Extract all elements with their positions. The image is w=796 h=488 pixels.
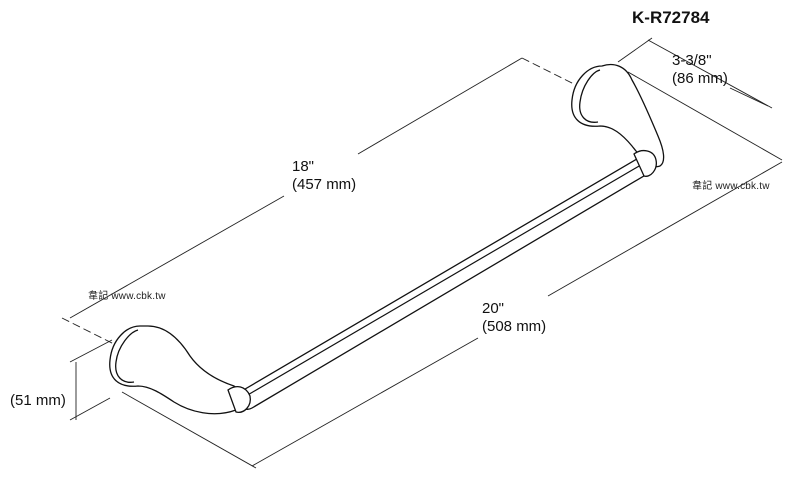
overall-mm-label: (508 mm) — [482, 318, 547, 335]
depth-dim — [647, 39, 773, 109]
center-inch-label: 18" — [292, 158, 315, 175]
center-mm-label: (457 mm) — [292, 176, 357, 193]
overall-ext-left — [121, 391, 257, 469]
overall-dim-upper — [547, 161, 783, 297]
left-collar — [227, 385, 251, 413]
depth-ext-top — [617, 37, 653, 63]
overall-inch-label: 20" — [482, 300, 505, 317]
depth-inch-label: 3-3/8" — [672, 52, 712, 69]
depth-ext-right — [729, 87, 769, 107]
model-number: K-R72784 — [632, 8, 710, 27]
dimension-lines — [61, 37, 783, 469]
center-dim-lower — [69, 195, 285, 319]
watermark-right: 韋記 www.cbk.tw — [692, 181, 770, 192]
rod-highlight — [245, 161, 647, 397]
left-post-base — [115, 329, 139, 383]
height-ext-top — [69, 339, 113, 363]
center-dim-upper — [357, 57, 523, 155]
depth-mm-label: (86 mm) — [672, 70, 728, 87]
height-mm-label: (51 mm) — [10, 392, 66, 409]
right-collar — [633, 149, 657, 177]
overall-dim-lower — [251, 337, 479, 467]
watermark-left: 韋記 www.cbk.tw — [88, 291, 166, 302]
overall-ext-right — [627, 71, 783, 161]
right-post-base — [579, 69, 601, 123]
towel-bar-part — [109, 63, 665, 415]
center-ext-left — [61, 317, 115, 345]
height-ext-bottom — [69, 397, 111, 421]
left-post — [109, 325, 244, 415]
